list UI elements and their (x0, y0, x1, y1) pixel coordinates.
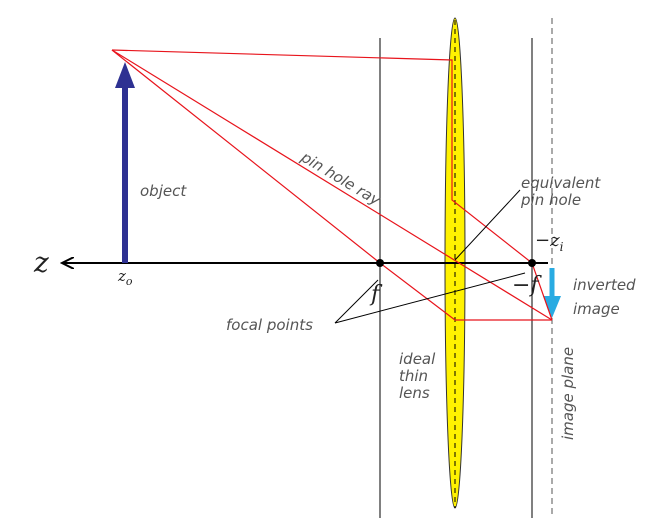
image-plane-label: image plane (559, 347, 577, 440)
image-label: image (573, 300, 620, 318)
ray-parallel (111, 49, 553, 321)
f-right-label: −f (512, 273, 542, 298)
object-label: object (140, 182, 187, 200)
ray-pin-hole (111, 49, 553, 321)
image-arrow-head (543, 296, 561, 318)
z-i-label: −zi (535, 230, 564, 254)
lens-label: lens (399, 384, 430, 402)
focal-points-label: focal points (226, 316, 313, 334)
z-o-label: zo (117, 267, 133, 288)
focal-point-left-dot (376, 259, 384, 267)
inverted-label: inverted (573, 276, 636, 294)
object-arrow-head (115, 62, 135, 88)
axis-z-label: z (33, 246, 49, 279)
thin-label: thin (399, 367, 428, 385)
focal-point-right-dot (528, 259, 536, 267)
pin-hole-ray-label: pin hole ray (297, 147, 384, 209)
f-left-label: f (369, 282, 383, 307)
focal-points-pointer-left (334, 279, 379, 324)
focal-points-pointer-right (334, 272, 526, 324)
ray-through-focal-point (111, 49, 552, 321)
ideal-label: ideal (399, 350, 436, 368)
equivalent-pin-hole-pointer (454, 189, 521, 261)
equivalent-label: equivalent (521, 174, 601, 192)
pin-hole-label: pin hole (520, 191, 581, 209)
